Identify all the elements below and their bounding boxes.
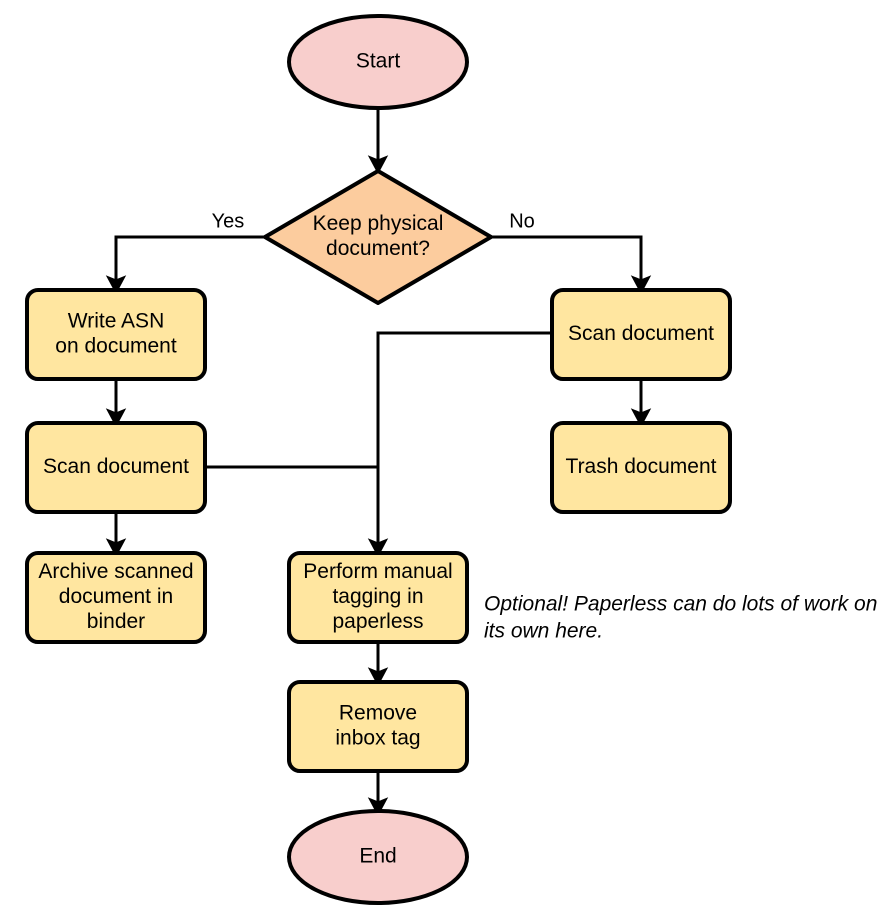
node-scan-document-left[interactable]: Scan document: [25, 421, 207, 514]
process-shape: [550, 288, 732, 381]
annotation-optional-note: Optional! Paperless can do lots of work …: [484, 593, 877, 643]
edge-decision-no-to-scan-document-right: No: [491, 210, 652, 295]
node-label-line: Write ASN: [68, 310, 164, 333]
decision-shape: [263, 169, 493, 305]
node-label-line: Archive scanned: [38, 560, 193, 583]
edge-scan-document-right-to-manual-tagging: [367, 331, 552, 558]
edge-path: [367, 331, 552, 558]
annotation-line: Optional! Paperless can do lots of work …: [484, 593, 877, 616]
process-shape: [25, 551, 207, 644]
node-start[interactable]: Start: [287, 14, 469, 110]
terminator-shape: [287, 14, 469, 110]
node-label-line: binder: [87, 610, 145, 633]
node-label-line: Scan document: [568, 322, 714, 345]
node-label-line: paperless: [332, 610, 423, 633]
process-shape: [287, 680, 469, 773]
node-label-line: document?: [326, 237, 430, 260]
annotations-layer: Optional! Paperless can do lots of work …: [484, 593, 877, 643]
terminator-shape: [287, 809, 469, 905]
process-shape: [25, 421, 207, 514]
node-label-line: tagging in: [332, 585, 423, 608]
edge-path: [491, 235, 652, 295]
node-label-line: on document: [55, 335, 177, 358]
edge-path: [105, 235, 265, 295]
edge-label: No: [509, 210, 535, 232]
node-label-line: Scan document: [43, 455, 189, 478]
edge-decision-yes-to-write-asn: Yes: [105, 210, 265, 295]
node-end[interactable]: End: [287, 809, 469, 905]
process-shape: [287, 551, 469, 644]
node-label-line: Remove: [339, 702, 417, 725]
node-label-line: Perform manual: [303, 560, 452, 583]
annotation-line: its own here.: [484, 620, 603, 643]
node-label-line: Keep physical: [313, 212, 444, 235]
node-scan-document-right[interactable]: Scan document: [550, 288, 732, 381]
node-label-line: inbox tag: [335, 727, 420, 750]
node-label-line: Start: [356, 50, 401, 73]
node-label-line: End: [359, 845, 396, 868]
process-shape: [550, 421, 732, 514]
edges-layer: Yes No: [105, 108, 652, 817]
process-shape: [25, 288, 207, 381]
node-trash-document[interactable]: Trash document: [550, 421, 732, 514]
node-label-line: Trash document: [566, 455, 717, 478]
node-label-line: document in: [59, 585, 173, 608]
edge-label: Yes: [212, 210, 245, 232]
